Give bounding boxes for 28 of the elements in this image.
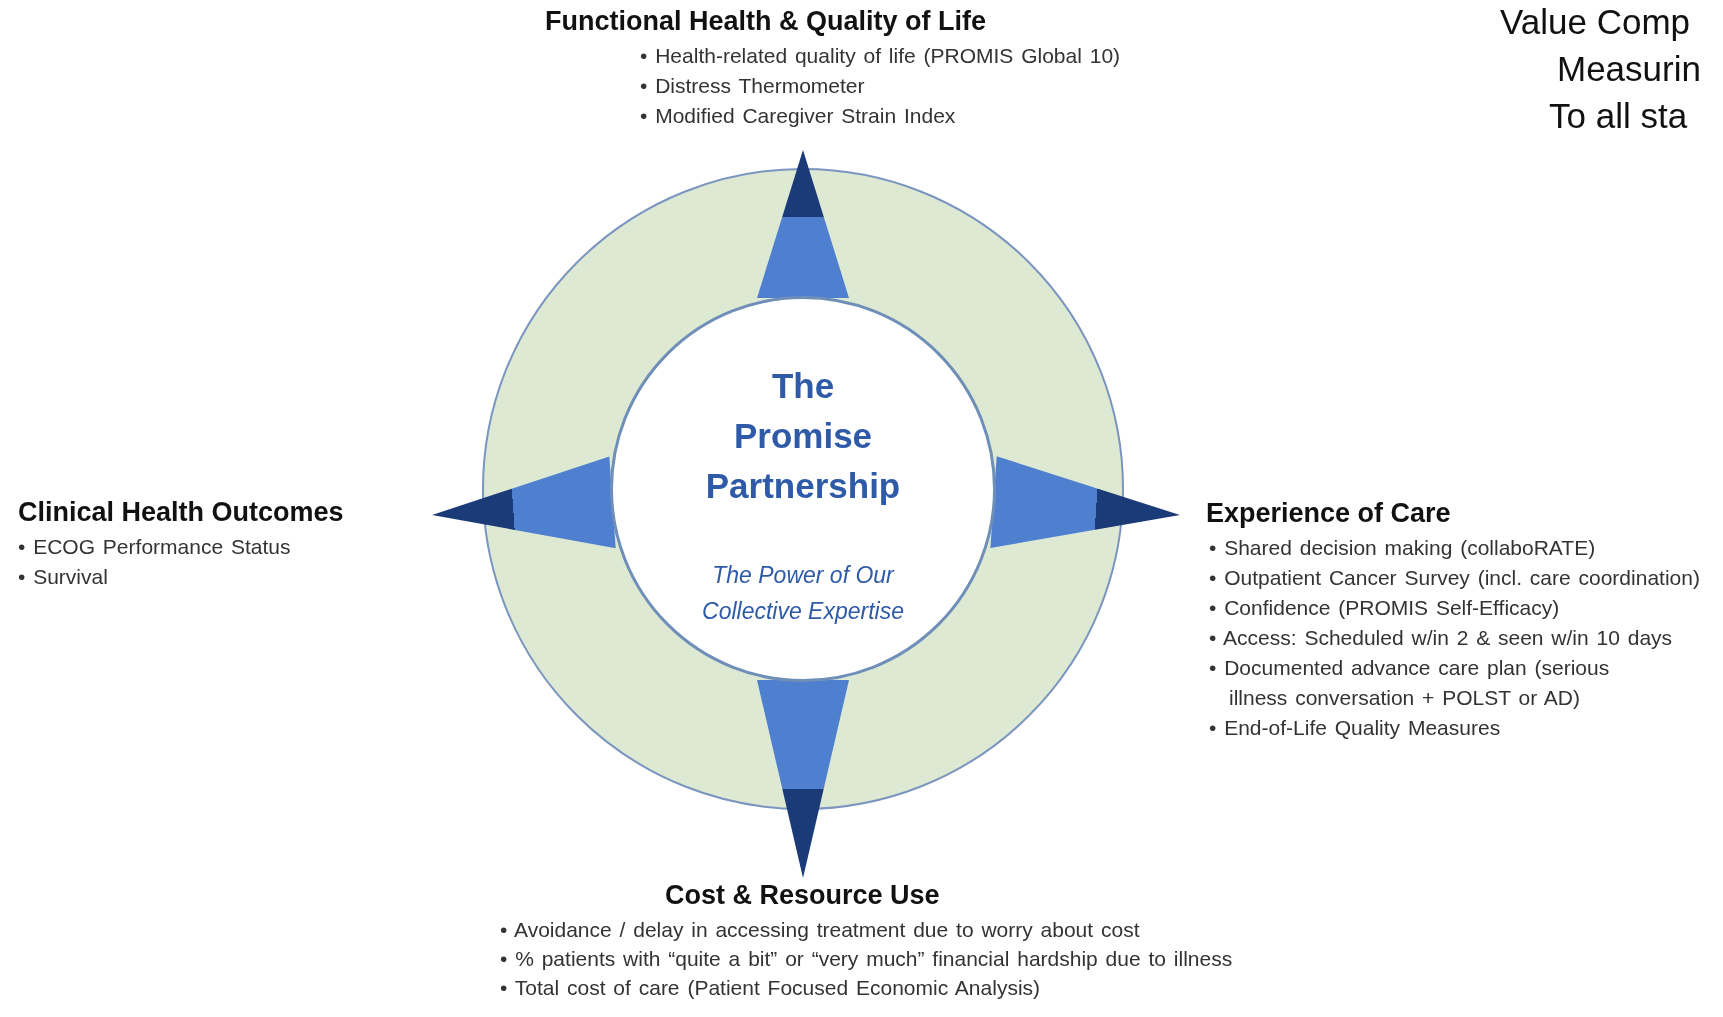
bullet-item: • Health-related quality of life (PROMIS Global 10) <box>640 43 1121 69</box>
bullet-item: • Modified Caregiver Strain Index <box>640 103 956 129</box>
bullet-item: • Total cost of care (Patient Focused Economic Analysis) <box>500 975 1041 1001</box>
compass-arrow <box>990 456 1180 548</box>
compass-arrow <box>432 456 616 549</box>
heading-text: To all sta <box>1549 96 1688 136</box>
section-heading: Experience of Care <box>1206 498 1451 529</box>
compass-arrow <box>757 680 849 878</box>
bullet-item: • Avoidance / delay in accessing treatment due to worry about cost <box>500 917 1140 943</box>
section-heading: Cost & Resource Use <box>665 880 940 911</box>
bullet-item: • % patients with “quite a bit” or “very much” financial hardship due to illness <box>500 946 1233 972</box>
bullet-item: • Documented advance care plan (serious illness conversation + POLST or AD) <box>1209 655 1611 711</box>
heading-text: Value Comp <box>1500 2 1690 42</box>
bullet-item: • End-of-Life Quality Measures <box>1209 715 1501 741</box>
center-title: The Promise Partnership <box>704 365 902 507</box>
bullet-item: • Survival <box>18 564 108 590</box>
bullet-item: • Access: Scheduled w/in 2 & seen w/in 10 days <box>1209 625 1673 651</box>
bullet-item: • Shared decision making (collaboRATE) <box>1209 535 1596 561</box>
section-heading: Functional Health & Quality of Life <box>545 6 987 37</box>
bullet-item: • Distress Thermometer <box>640 73 865 99</box>
tagline: The Power of Our Collective Expertise <box>701 561 905 626</box>
heading-text: Measurin <box>1557 49 1701 89</box>
bullet-item: • Outpatient Cancer Survey (incl. care coordination) <box>1209 565 1700 591</box>
outer-ring <box>481 167 1125 811</box>
compass-arrow <box>757 150 849 298</box>
section-heading: Clinical Health Outcomes <box>18 497 344 528</box>
bullet-item: • Confidence (PROMIS Self-Efficacy) <box>1209 595 1560 621</box>
bullet-item: • ECOG Performance Status <box>18 534 291 560</box>
